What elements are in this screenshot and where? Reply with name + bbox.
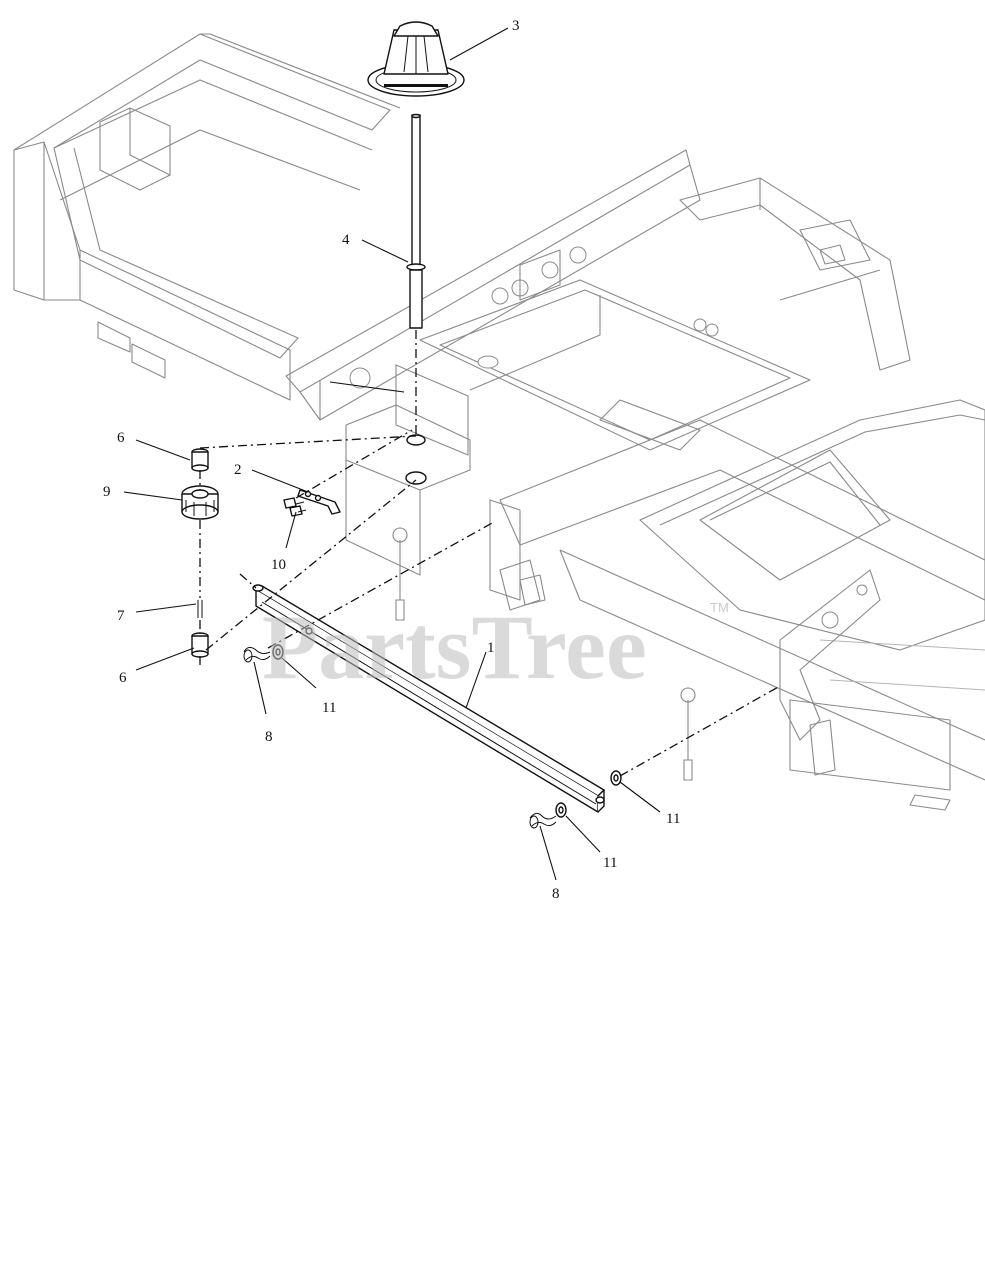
assembly-lines xyxy=(199,330,781,777)
callout-8-right: 8 xyxy=(552,886,560,902)
part-11-washers xyxy=(272,644,622,818)
callout-11-left: 11 xyxy=(322,700,336,716)
callout-11-middle: 11 xyxy=(603,855,617,871)
callout-11-right: 11 xyxy=(666,811,680,827)
callout-7: 7 xyxy=(117,608,125,624)
callout-2: 2 xyxy=(234,462,242,478)
part-4-shaft xyxy=(406,113,426,329)
callout-9: 9 xyxy=(103,484,111,500)
callout-4: 4 xyxy=(342,232,350,248)
mower-frame xyxy=(13,33,985,811)
parts-exploded xyxy=(181,21,622,829)
callouts: 3 4 6 9 2 10 7 6 1 11 8 11 11 8 xyxy=(103,18,680,902)
part-10-screws xyxy=(283,497,307,517)
callout-6-top: 6 xyxy=(117,430,125,446)
leader-lines xyxy=(123,27,661,881)
watermark: PartsTree TM xyxy=(262,596,729,698)
watermark-trademark: TM xyxy=(710,600,729,615)
part-8-clips xyxy=(243,646,557,829)
part-2-bracket xyxy=(297,489,341,515)
part-9-gear xyxy=(181,485,219,520)
callout-8-left: 8 xyxy=(265,729,273,745)
part-6-bushing-bottom xyxy=(191,632,209,658)
part-1-lift-bar xyxy=(252,584,605,813)
part-7-pin xyxy=(197,600,203,618)
watermark-text: PartsTree xyxy=(262,596,647,698)
callout-1: 1 xyxy=(487,640,495,656)
part-3-height-knob xyxy=(367,21,465,97)
part-6-bushing-top xyxy=(191,448,209,472)
callout-6-bottom: 6 xyxy=(119,670,127,686)
callout-10: 10 xyxy=(271,557,286,573)
callout-3: 3 xyxy=(512,18,520,34)
